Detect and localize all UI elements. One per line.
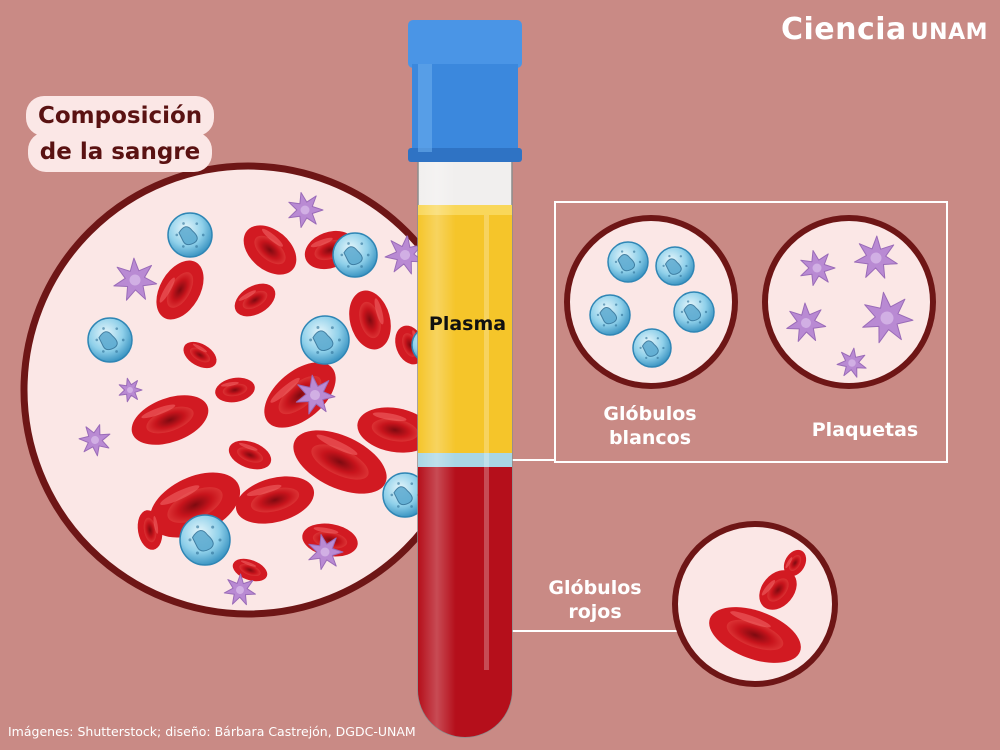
red-blood-cell — [215, 377, 255, 403]
diagram-title: Composición de la sangre — [30, 98, 211, 170]
red-blood-cell — [759, 570, 797, 610]
cells-frame — [554, 201, 948, 463]
red-cells-label: Glóbulos rojos — [530, 576, 660, 624]
platelets-label: Plaquetas — [811, 419, 919, 441]
red-blood-cell — [137, 510, 163, 550]
platelet — [78, 424, 111, 457]
platelets-circle — [762, 215, 936, 389]
white-blood-cell — [87, 317, 133, 363]
red-blood-cell — [183, 341, 217, 369]
white-blood-cell — [332, 232, 378, 278]
platelet — [118, 377, 143, 403]
white-blood-cell — [300, 315, 350, 365]
white-blood-cell — [655, 246, 695, 286]
white-blood-cell — [167, 212, 213, 258]
white-cells-circle — [564, 215, 738, 389]
red-blood-cell — [243, 225, 297, 275]
white-cells-label-line-1: Glóbulos — [603, 403, 697, 425]
red-blood-cell — [235, 476, 315, 524]
title-line-2: de la sangre — [31, 136, 209, 168]
white-blood-cell — [673, 291, 715, 333]
platelet — [223, 573, 256, 606]
white-blood-cell — [382, 472, 428, 518]
white-blood-cell — [589, 294, 631, 336]
platelet — [862, 291, 914, 344]
white-blood-cell — [632, 328, 672, 368]
red-blood-cell — [783, 549, 807, 577]
image-credit: Imágenes: Shutterstock; diseño: Bárbara … — [8, 724, 416, 739]
platelet — [853, 235, 898, 279]
red-blood-cell — [228, 440, 272, 470]
brand-suffix: UNAM — [910, 20, 988, 45]
platelet — [295, 374, 336, 415]
white-blood-cell — [179, 514, 231, 566]
platelet — [288, 192, 324, 228]
plasma-label: Plasma — [428, 313, 507, 335]
white-cells-label-line-2: blancos — [608, 427, 692, 449]
red-blood-cell — [357, 407, 433, 453]
white-blood-cell — [607, 241, 649, 283]
red-cells-label-line-1: Glóbulos — [548, 577, 642, 599]
platelet — [836, 347, 867, 378]
tube-cap — [408, 20, 522, 162]
test-tube — [408, 20, 522, 738]
platelet — [113, 257, 158, 301]
red-blood-cell — [131, 395, 209, 445]
platelet — [800, 250, 836, 286]
title-line-1: Composición — [30, 100, 211, 132]
red-blood-cell — [709, 607, 801, 663]
platelet — [308, 534, 344, 570]
red-cells-circle — [672, 521, 838, 687]
white-cells-label: Glóbulos blancos — [575, 402, 725, 450]
red-blood-cell — [293, 430, 387, 494]
red-cells-label-line-2: rojos — [568, 601, 622, 623]
platelet — [786, 302, 827, 342]
red-blood-cell — [349, 290, 391, 350]
brand-name: Ciencia — [780, 12, 907, 47]
red-blood-cell — [156, 260, 204, 320]
red-blood-cell — [234, 283, 276, 317]
magnified-blood-circle — [20, 162, 476, 618]
